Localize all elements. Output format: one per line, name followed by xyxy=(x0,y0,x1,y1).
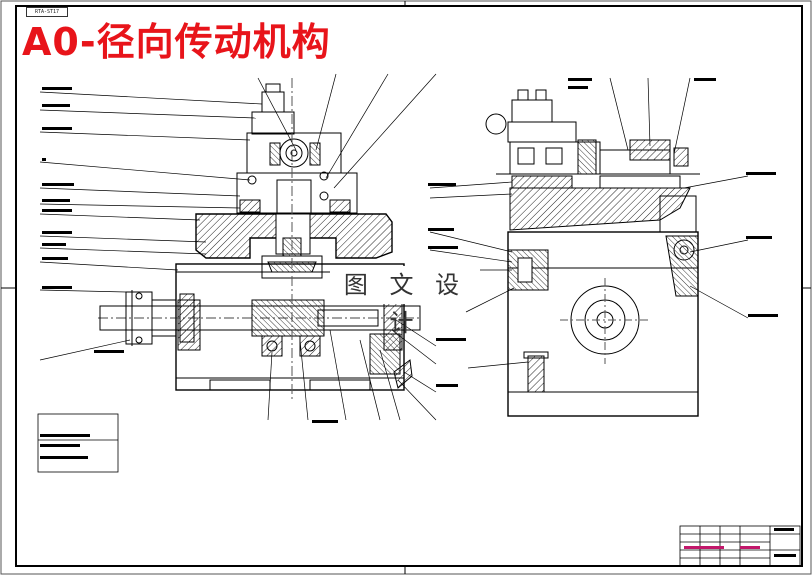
watermark-text: 图 文 设 计 xyxy=(330,266,480,337)
front-section-view xyxy=(98,78,421,400)
title-block xyxy=(679,525,801,567)
drawing-reference-code: RTA-ST17 xyxy=(26,7,68,17)
leader-lines xyxy=(39,73,749,421)
side-section-view xyxy=(485,89,700,417)
notes-box xyxy=(37,413,119,473)
annotation-blocks xyxy=(40,78,778,459)
drawing-title: A0-径向传动机构 xyxy=(22,20,331,64)
